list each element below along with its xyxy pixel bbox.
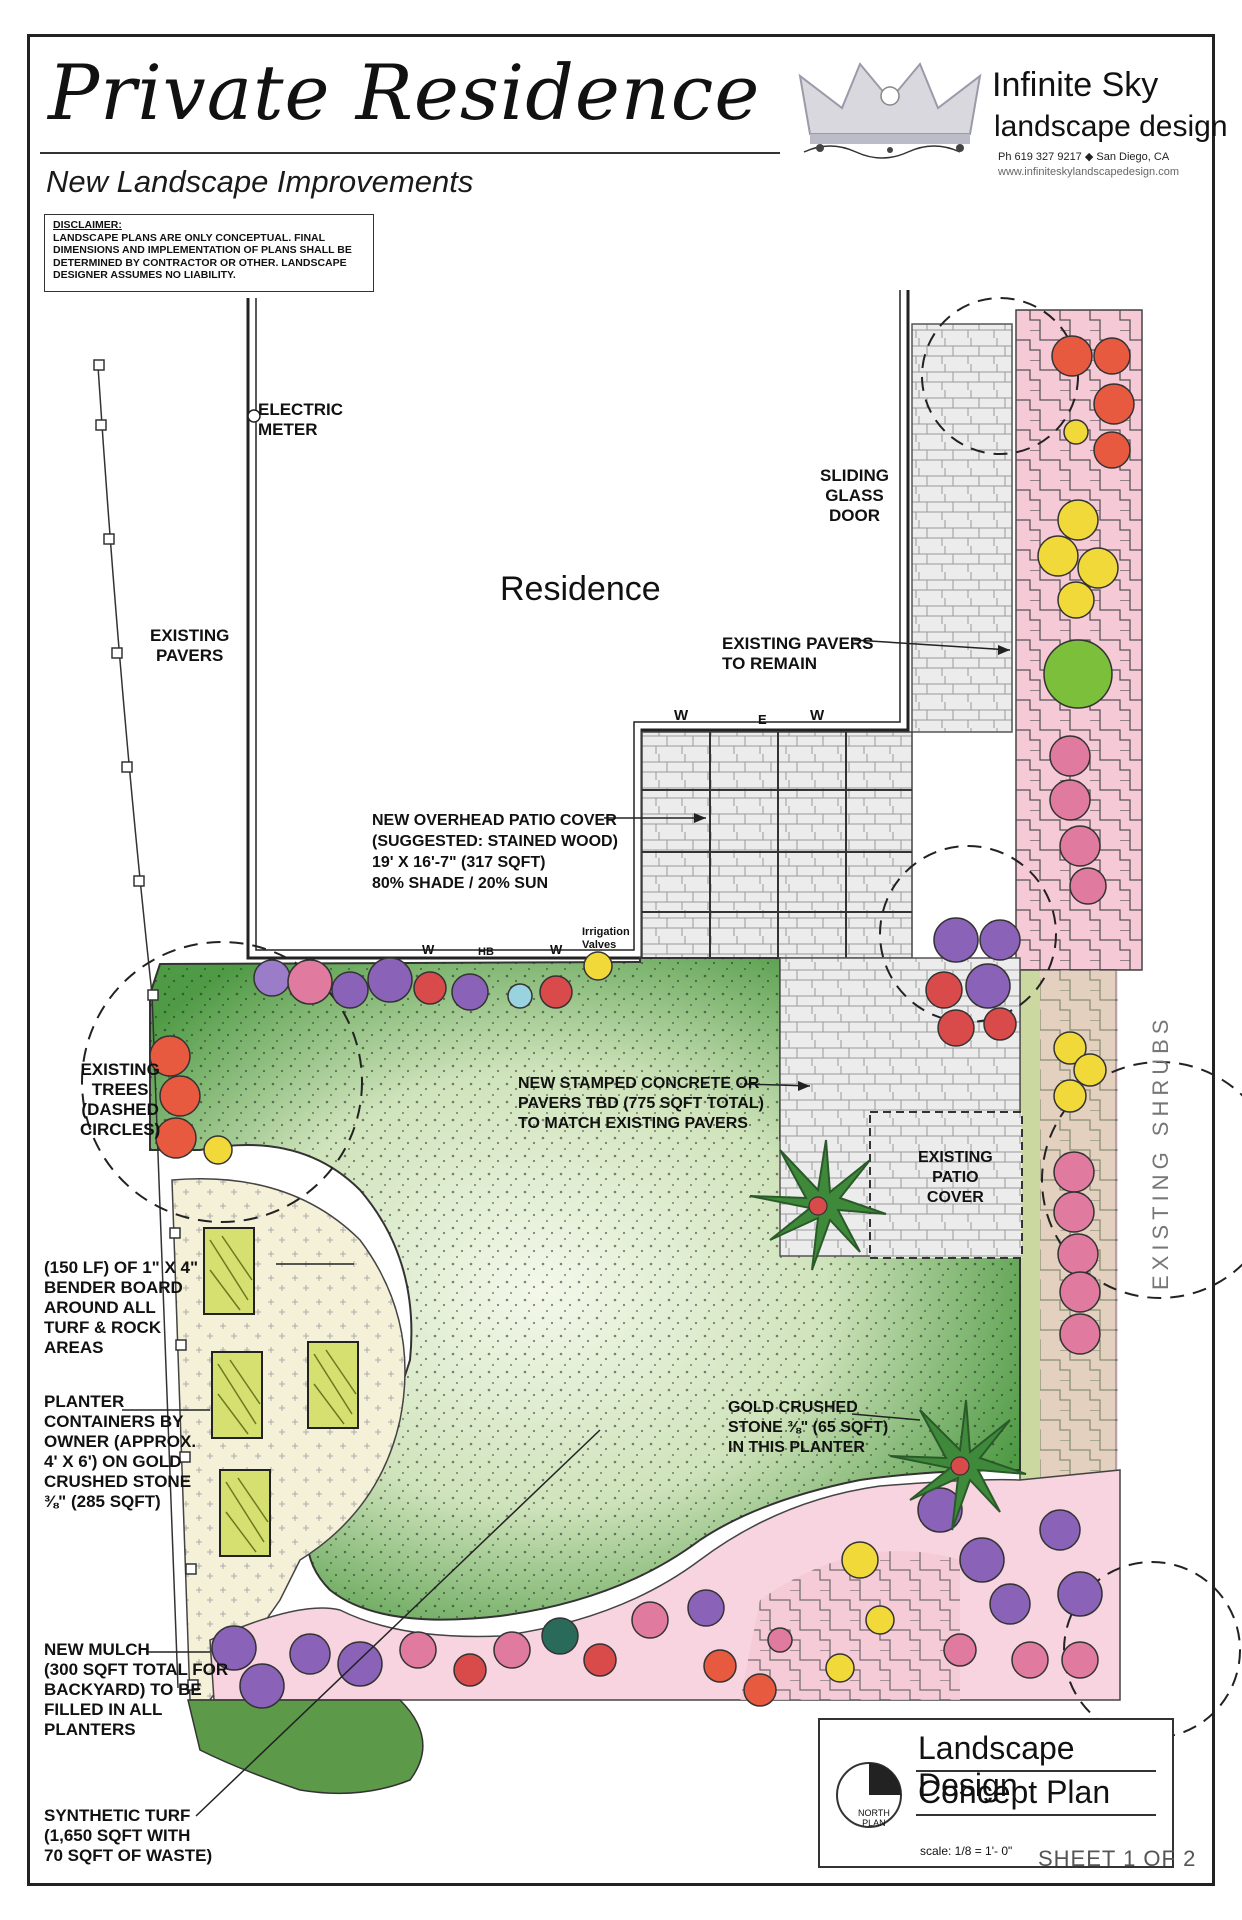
crown-logo: [798, 62, 982, 159]
north-plan-label: NORTH PLAN: [858, 1808, 890, 1828]
north-arrow-icon: [836, 1762, 902, 1828]
title-block: NORTH PLAN Landscape Design Concept Plan…: [818, 1718, 1174, 1868]
disclaimer-box: DISCLAIMER: LANDSCAPE PLANS ARE ONLY CON…: [44, 214, 374, 292]
planter-containers-label: PLANTER CONTAINERS BY OWNER (APPROX. 4' …: [44, 1392, 197, 1511]
wall-marker-e: E: [758, 712, 767, 727]
title-rule: [40, 152, 780, 154]
wall-marker-w1: W: [674, 707, 689, 724]
gold-crushed-stone-label: GOLD CRUSHED STONE ⅜" (65 SQFT) IN THIS …: [728, 1399, 889, 1456]
title-block-line1: Landscape Design: [918, 1730, 1075, 1803]
residence-label: Residence: [500, 570, 661, 608]
wall-marker-w4: W: [550, 942, 563, 957]
title-block-rule-1: [916, 1770, 1156, 1772]
sheet-number: SHEET 1 OF 2: [1038, 1846, 1197, 1871]
existing-patio-cover-label: EXISTING PATIO COVER: [918, 1149, 993, 1206]
irrigation-valves-label: Irrigation Valves: [582, 926, 630, 951]
new-mulch-label: NEW MULCH (300 SQFT TOTAL FOR BACKYARD) …: [44, 1640, 229, 1739]
synthetic-turf-label: SYNTHETIC TURF (1,650 SQFT WITH 70 SQFT …: [44, 1806, 213, 1865]
existing-trees-label: EXISTING TREES (DASHED CIRCLES): [80, 1060, 161, 1139]
scale-label: scale: 1/8 = 1'- 0": [920, 1844, 1013, 1858]
disclaimer-heading: DISCLAIMER:: [53, 219, 122, 231]
existing-pavers-remain-label: EXISTING PAVERS TO REMAIN: [722, 634, 874, 673]
title-block-line2: Concept Plan: [918, 1774, 1111, 1810]
brand-location: San Diego, CA: [1096, 151, 1170, 163]
existing-pavers-label: EXISTING PAVERS: [150, 626, 230, 665]
wall-marker-hb: HB: [478, 946, 494, 958]
brand-tagline: landscape design: [994, 110, 1228, 143]
bender-board-label: (150 LF) OF 1" X 4" BENDER BOARD AROUND …: [44, 1258, 199, 1357]
brand-contact: Ph 619 327 9217 ◆ San Diego, CA: [998, 151, 1170, 163]
brand-name: Infinite Sky: [992, 66, 1159, 104]
plan-subtitle: New Landscape Improvements: [46, 164, 474, 199]
wall-marker-w3: W: [422, 942, 435, 957]
electric-meter-label: ELECTRIC METER: [258, 400, 343, 439]
patio-cover-label: NEW OVERHEAD PATIO COVER (SUGGESTED: STA…: [372, 812, 618, 892]
sliding-door-label: SLIDING GLASS DOOR: [820, 466, 889, 525]
title-block-rule-2: [916, 1814, 1156, 1816]
plan-title: Private Residence: [48, 48, 761, 137]
brand-phone: Ph 619 327 9217: [998, 151, 1082, 163]
disclaimer-text: LANDSCAPE PLANS ARE ONLY CONCEPTUAL. FIN…: [53, 231, 352, 282]
brand-website: www.infiniteskylandscapedesign.com: [998, 166, 1179, 178]
wall-marker-w2: W: [810, 707, 825, 724]
stamped-concrete-label: NEW STAMPED CONCRETE OR PAVERS TBD (775 …: [518, 1075, 764, 1132]
existing-shrubs-label: EXISTING SHRUBS: [1148, 1014, 1173, 1290]
